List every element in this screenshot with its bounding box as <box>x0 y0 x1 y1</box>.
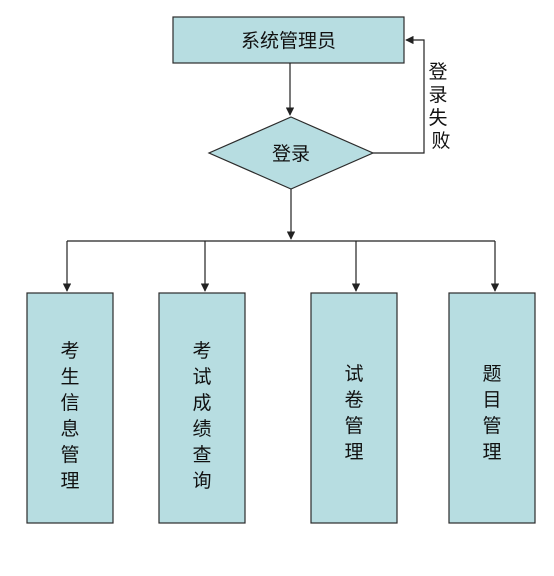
module-box-3 <box>310 292 398 524</box>
module-label-4: 题目管理 <box>482 363 501 463</box>
module-box-2 <box>158 292 246 524</box>
loop-arrow-login-failed <box>373 35 425 154</box>
module-label-1: 考生信息管理 <box>60 340 79 492</box>
module-label-3: 试卷管理 <box>344 363 363 463</box>
module-box-4 <box>448 292 536 524</box>
module-box-1 <box>26 292 114 524</box>
login-decision-label: 登录 <box>272 143 310 165</box>
admin-node-label: 系统管理员 <box>241 30 336 52</box>
loop-label: 登 录 失 败 <box>428 61 453 152</box>
module-label-2: 考试成绩查询 <box>192 340 211 492</box>
admin-node <box>172 16 405 64</box>
